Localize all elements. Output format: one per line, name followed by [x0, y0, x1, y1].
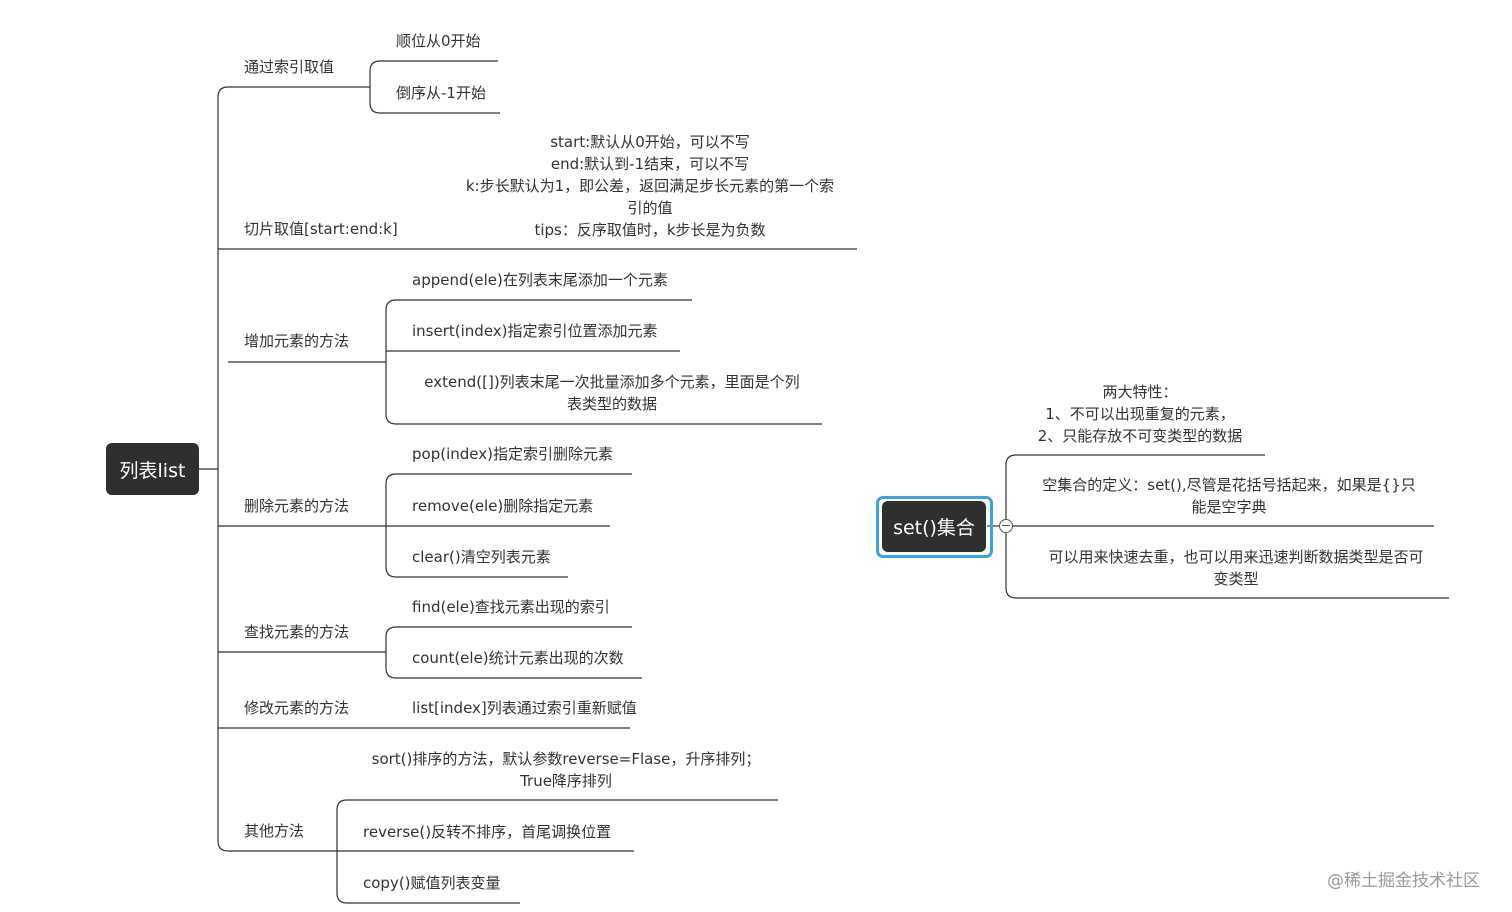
watermark: @稀土掘金技术社区 [1327, 871, 1480, 891]
leaf-set-features[interactable]: 两大特性：1、不可以出现重复的元素，2、只能存放不可变类型的数据 [1037, 383, 1243, 445]
leaf-empty-set[interactable]: 空集合的定义：set(),尽管是花括号括起来，如果是{}只能是空字典 [1042, 476, 1416, 516]
leaf-find[interactable]: find(ele)查找元素出现的索引 [412, 598, 610, 616]
slice-note-start: start:默认从0开始，可以不写 [550, 133, 750, 151]
root-node-set[interactable]: set()集合 [882, 501, 986, 552]
sub-bracket [385, 626, 397, 679]
leaf-sort[interactable]: sort()排序的方法，默认参数reverse=Flase，升序排列；True降… [371, 750, 761, 790]
slice-note-end: end:默认到-1结束，可以不写 [550, 155, 750, 173]
leaf-reassign[interactable]: list[index]列表通过索引重新赋值 [412, 699, 637, 717]
leaf-append[interactable]: append(ele)在列表末尾添加一个元素 [412, 271, 668, 289]
sub-bracket [369, 60, 381, 114]
leaf-slice-notes[interactable]: start:默认从0开始，可以不写 end:默认到-1结束，可以不写 k:步长默… [450, 131, 850, 241]
leaf-extend[interactable]: extend([])列表末尾一次批量添加多个元素，里面是个列表类型的数据 [424, 373, 800, 413]
branch-delete-methods[interactable]: 删除元素的方法 [244, 497, 350, 515]
branch-slicing[interactable]: 切片取值[start:end:k] [244, 220, 398, 238]
slice-note-step: k:步长默认为1，即公差，返回满足步长元素的第一个索引的值 [465, 177, 835, 217]
leaf-remove[interactable]: remove(ele)删除指定元素 [412, 497, 594, 515]
branch-other-methods[interactable]: 其他方法 [244, 822, 305, 840]
leaf-count[interactable]: count(ele)统计元素出现的次数 [412, 649, 624, 667]
leaf-insert[interactable]: insert(index)指定索引位置添加元素 [412, 322, 658, 340]
collapse-toggle-icon[interactable] [999, 519, 1013, 533]
leaf-pop[interactable]: pop(index)指定索引删除元素 [412, 445, 613, 463]
branch-add-methods[interactable]: 增加元素的方法 [244, 332, 350, 350]
leaf-clear[interactable]: clear()清空列表元素 [412, 548, 551, 566]
root-node-list[interactable]: 列表list [106, 443, 199, 495]
slice-note-tips: tips：反序取值时，k步长是为负数 [534, 221, 766, 239]
leaf-reverse-index[interactable]: 倒序从-1开始 [396, 84, 486, 102]
leaf-reverse[interactable]: reverse()反转不排序，首尾调换位置 [363, 823, 612, 841]
branch-find-methods[interactable]: 查找元素的方法 [244, 623, 350, 641]
sub-bracket [385, 299, 397, 425]
branch-index-access[interactable]: 通过索引取值 [244, 58, 335, 76]
leaf-copy[interactable]: copy()赋值列表变量 [363, 874, 501, 892]
root-selection-frame [876, 496, 993, 558]
leaf-forward-index[interactable]: 顺位从0开始 [396, 32, 481, 50]
branch-modify-methods[interactable]: 修改元素的方法 [244, 699, 350, 717]
main-spine [217, 86, 229, 852]
leaf-dedup[interactable]: 可以用来快速去重，也可以用来迅速判断数据类型是否可变类型 [1048, 548, 1424, 588]
